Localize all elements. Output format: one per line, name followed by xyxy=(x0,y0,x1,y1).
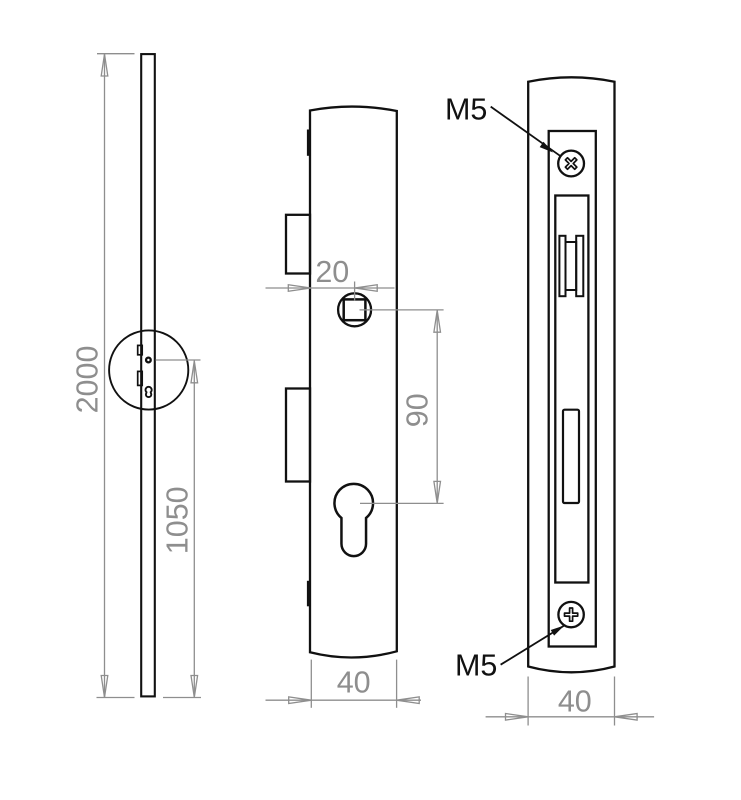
svg-text:90: 90 xyxy=(401,393,435,427)
svg-text:40: 40 xyxy=(558,685,592,719)
svg-text:1050: 1050 xyxy=(161,486,195,554)
svg-text:M5: M5 xyxy=(455,649,497,683)
svg-text:M5: M5 xyxy=(445,93,487,127)
svg-text:20: 20 xyxy=(315,255,349,289)
svg-text:2000: 2000 xyxy=(71,346,105,414)
svg-text:40: 40 xyxy=(337,666,371,700)
